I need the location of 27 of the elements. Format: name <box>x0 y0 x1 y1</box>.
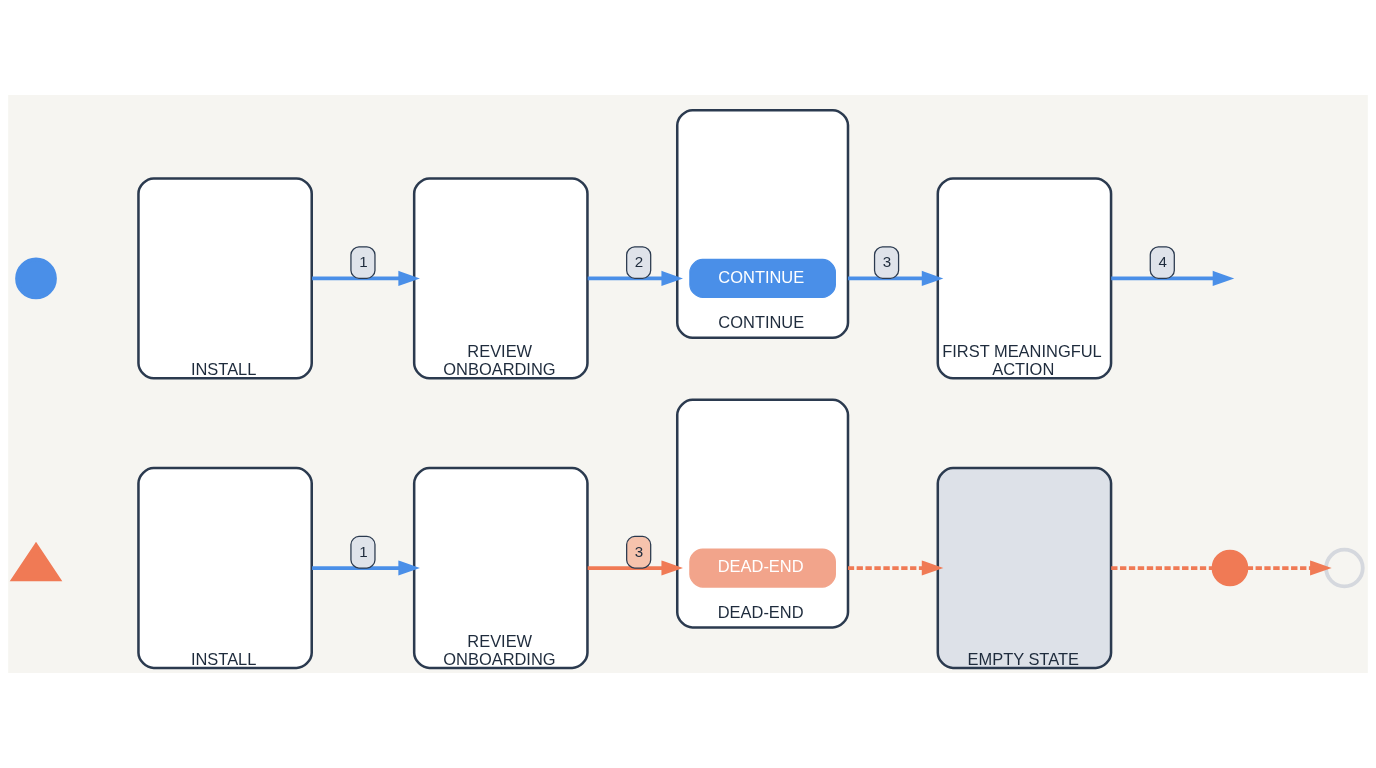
node-triangle <box>9 541 63 582</box>
arrow <box>848 270 944 286</box>
node-box: EMPTY STATE <box>936 466 1113 670</box>
node-box: INSTALL <box>137 177 313 380</box>
edge-label: 4 <box>1158 253 1167 271</box>
edge-label: 1 <box>359 253 368 271</box>
arrow <box>587 270 683 286</box>
node-box: FIRST MEANINGFUL ACTION <box>936 177 1113 380</box>
connector <box>1111 566 1214 570</box>
node-circle <box>1324 547 1365 589</box>
edge-label: 2 <box>634 253 644 271</box>
arrow <box>312 270 420 286</box>
node-box: DEAD-END <box>689 548 836 588</box>
arrow <box>848 560 944 576</box>
edge-label: 3 <box>634 542 644 560</box>
node-circle <box>1211 549 1249 587</box>
arrow <box>312 560 420 576</box>
node-box: REVIEW ONBOARDING <box>412 466 589 670</box>
arrow <box>1111 270 1235 286</box>
node-circle <box>15 257 57 300</box>
edge-label: 3 <box>882 253 892 271</box>
node-box: CONTINUE <box>689 258 836 298</box>
node-box: INSTALL <box>137 466 313 670</box>
arrow <box>587 560 683 576</box>
arrow <box>1246 560 1332 576</box>
node-box: REVIEW ONBOARDING <box>412 177 589 380</box>
edge-label: 1 <box>359 542 368 560</box>
